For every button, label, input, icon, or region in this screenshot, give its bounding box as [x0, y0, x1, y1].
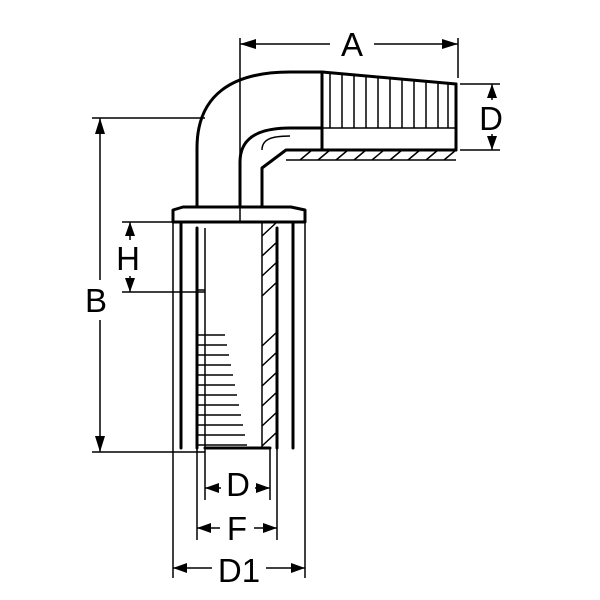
label-B: B	[85, 282, 107, 319]
arrowhead	[205, 483, 219, 493]
arrowhead	[487, 136, 497, 150]
dimension-B: B	[80, 117, 205, 453]
dimension-F: F	[196, 448, 278, 547]
label-A: A	[341, 26, 363, 63]
arrowhead	[256, 483, 270, 493]
elbow-body	[195, 70, 324, 209]
arrowhead	[442, 39, 458, 49]
arrowhead	[291, 563, 305, 573]
label-D1: D1	[218, 552, 260, 589]
vertical-stem	[179, 220, 295, 450]
arrowhead	[263, 523, 277, 533]
dimension-H: H	[112, 221, 205, 293]
arrowhead	[487, 84, 497, 98]
dimension-D-bottom: D	[204, 448, 271, 503]
label-D-right: D	[479, 100, 503, 137]
dimension-D1: D1	[172, 222, 306, 589]
arrowhead	[173, 563, 187, 573]
dimension-D-right: D	[460, 83, 512, 151]
arrowhead	[240, 39, 256, 49]
arrowhead	[95, 436, 105, 452]
label-H: H	[116, 240, 140, 277]
arrowhead	[197, 523, 211, 533]
arrowhead	[125, 278, 135, 292]
arrowhead	[95, 118, 105, 134]
arrowhead	[125, 222, 135, 236]
horizontal-barb	[286, 70, 458, 161]
flange	[171, 205, 307, 224]
label-D-bottom: D	[226, 466, 250, 503]
dimension-A: A	[239, 24, 459, 222]
label-F: F	[227, 510, 247, 547]
